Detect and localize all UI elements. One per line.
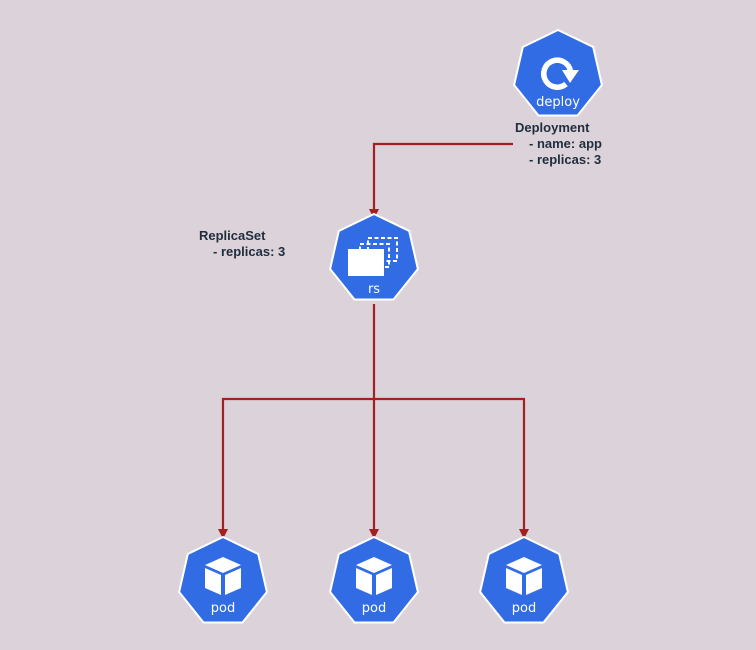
stacked-windows-icon bbox=[348, 237, 398, 276]
deployment-note-replicas: - replicas: 3 bbox=[529, 152, 602, 167]
connectors bbox=[218, 142, 529, 539]
arrow-rs-to-pod-3 bbox=[374, 397, 529, 539]
deploy-heptagon bbox=[513, 28, 603, 117]
cube-icon bbox=[506, 557, 542, 595]
pod-node[interactable]: pod bbox=[479, 535, 569, 624]
rs-node[interactable]: rs bbox=[329, 212, 419, 301]
cube-icon bbox=[205, 557, 241, 595]
rs-label: rs bbox=[368, 282, 380, 297]
pod-label: pod bbox=[211, 601, 235, 616]
deployment-note-title: Deployment bbox=[515, 120, 590, 135]
pod-label: pod bbox=[362, 601, 386, 616]
pod-heptagon bbox=[178, 535, 268, 624]
replicaset-note-title: ReplicaSet bbox=[199, 228, 266, 243]
deploy-label: deploy bbox=[536, 95, 580, 110]
deployment-note: Deployment - name: app - replicas: 3 bbox=[515, 120, 602, 168]
pod-node[interactable]: pod bbox=[178, 535, 268, 624]
rotate-arrow-icon bbox=[541, 57, 579, 90]
pod-label: pod bbox=[512, 601, 536, 616]
replicaset-note: ReplicaSet - replicas: 3 bbox=[199, 228, 285, 260]
deploy-node[interactable]: deploy bbox=[513, 28, 603, 117]
pod-heptagon bbox=[329, 535, 419, 624]
deployment-note-name: - name: app bbox=[529, 136, 602, 151]
cube-icon bbox=[356, 557, 392, 595]
pod-heptagon bbox=[479, 535, 569, 624]
pod-node[interactable]: pod bbox=[329, 535, 419, 624]
arrow-rs-to-pod-1 bbox=[218, 397, 374, 539]
arrow-deploy-to-rs bbox=[369, 142, 513, 219]
replicaset-note-replicas: - replicas: 3 bbox=[213, 244, 286, 259]
